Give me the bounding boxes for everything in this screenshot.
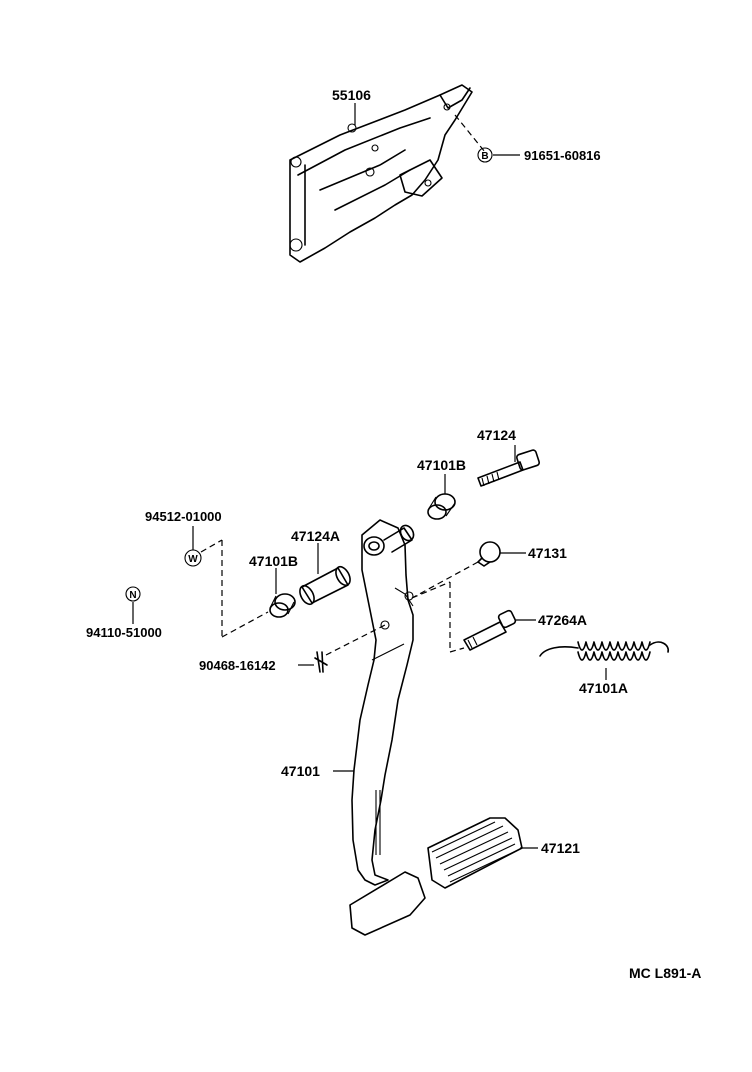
stopper-47131 <box>411 541 526 599</box>
nut-mark: N <box>129 590 136 601</box>
part-label-47101B-top: 47101B <box>417 457 466 473</box>
bolt-symbol: B <box>454 114 520 163</box>
return-spring-47101a <box>539 641 670 680</box>
part-label-47131: 47131 <box>528 545 567 561</box>
part-label-47101B-left: 47101B <box>249 553 298 569</box>
part-label-90468-16142: 90468-16142 <box>199 658 276 673</box>
part-label-47101A: 47101A <box>579 680 628 696</box>
pedal-pad-47121 <box>427 817 538 889</box>
washer-symbol: W <box>184 526 269 638</box>
bushing-47101b-left <box>269 568 296 618</box>
part-label-47124A: 47124A <box>291 528 340 544</box>
bolt-47264a <box>411 581 536 653</box>
collar-47124a <box>299 543 351 606</box>
bushing-47101b-top <box>427 474 456 520</box>
washer-mark: W <box>188 554 198 565</box>
bolt-47124 <box>477 445 541 487</box>
part-label-47124: 47124 <box>477 427 516 443</box>
brake-pedal-arm-47101 <box>333 519 426 936</box>
part-label-47101: 47101 <box>281 763 320 779</box>
part-label-47264A: 47264A <box>538 612 587 628</box>
part-label-47121: 47121 <box>541 840 580 856</box>
part-label-55106: 55106 <box>332 87 371 103</box>
part-label-91651-60816: 91651-60816 <box>524 148 601 163</box>
diagram-code: MC L891-A <box>629 965 701 981</box>
pedal-support-bracket <box>289 84 473 263</box>
part-label-94512-01000: 94512-01000 <box>145 509 222 524</box>
part-label-94110-51000: 94110-51000 <box>86 625 162 640</box>
nut-symbol: N <box>125 586 141 624</box>
bolt-mark: B <box>481 151 488 162</box>
clip-90468 <box>298 624 386 673</box>
